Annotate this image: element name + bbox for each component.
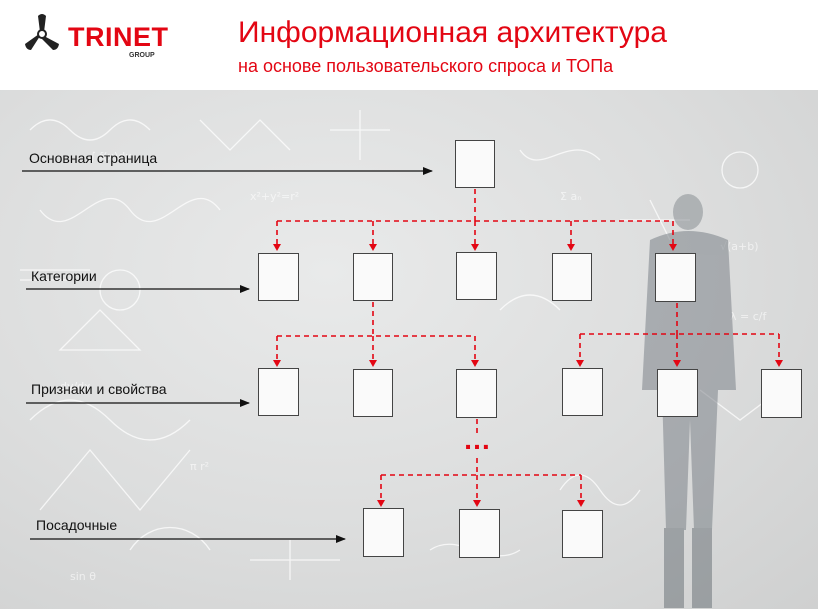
continuation-ellipsis: … (463, 424, 491, 455)
level-label-categories: Категории (31, 268, 97, 284)
svg-text:Σ aₙ: Σ aₙ (560, 190, 582, 203)
node-category-5 (655, 253, 696, 302)
logo-subtext: GROUP (129, 52, 155, 59)
node-attribute-4 (562, 368, 603, 416)
node-landing-3 (562, 510, 603, 558)
whiteboard-background: ∫ f(x)dx x²+y²=r² Σ aₙ √(a+b) dy/dx π r²… (0, 90, 818, 609)
svg-text:x²+y²=r²: x²+y²=r² (250, 190, 299, 203)
level-label-attributes: Признаки и свойства (31, 381, 167, 397)
trinet-logo: TRINET GROUP (20, 14, 170, 60)
node-landing-2 (459, 509, 500, 558)
svg-text:λ = c/f: λ = c/f (730, 310, 767, 323)
svg-text:√(a+b): √(a+b) (720, 240, 759, 253)
node-attribute-3 (456, 369, 497, 418)
logo-wordmark: TRINET (68, 22, 169, 52)
propeller-logo-icon (25, 14, 59, 50)
node-category-4 (552, 253, 592, 301)
svg-text:dy/dx: dy/dx (60, 380, 91, 393)
node-category-1 (258, 253, 299, 301)
svg-text:π r²: π r² (190, 460, 209, 473)
node-attribute-1 (258, 368, 299, 416)
header: TRINET GROUP Информационная архитектура … (0, 0, 818, 90)
node-attribute-6 (761, 369, 802, 418)
standing-man-illustration (642, 194, 736, 608)
node-main-page (455, 140, 495, 188)
node-landing-1 (363, 508, 404, 557)
level-label-landing: Посадочные (36, 517, 118, 533)
node-attribute-5 (657, 369, 698, 417)
node-category-2 (353, 253, 393, 301)
svg-text:∫ f(x)dx: ∫ f(x)dx (90, 150, 132, 163)
node-category-3 (456, 252, 497, 300)
svg-text:sin θ: sin θ (70, 570, 96, 583)
page-subtitle: на основе пользовательского спроса и ТОП… (238, 56, 614, 76)
level-label-main-page: Основная страница (29, 150, 158, 166)
page-title: Информационная архитектура (238, 16, 667, 49)
formula-sketches: ∫ f(x)dx x²+y²=r² Σ aₙ √(a+b) dy/dx π r²… (20, 110, 781, 583)
node-attribute-2 (353, 369, 393, 417)
